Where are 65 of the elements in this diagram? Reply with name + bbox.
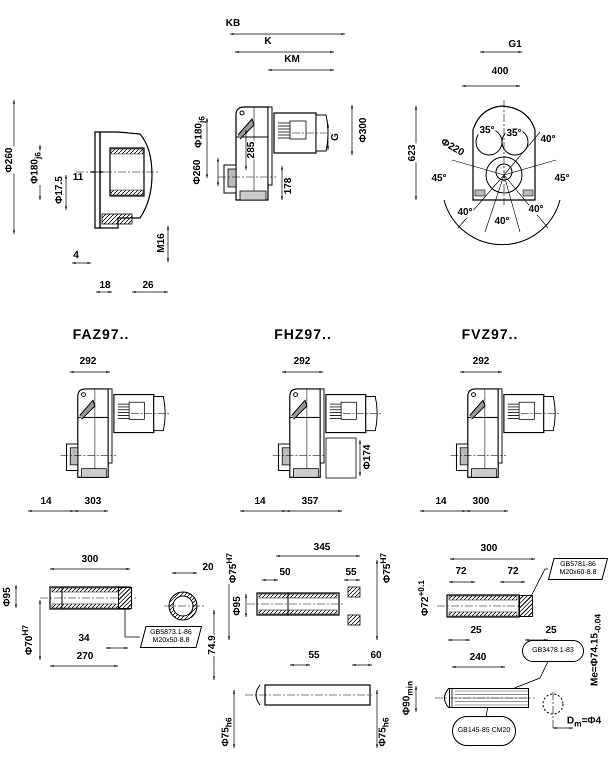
dimension-label: Φ300 <box>359 116 369 144</box>
leader-line <box>514 662 548 688</box>
dimension-label: 55 <box>344 568 358 578</box>
dimension-label: 20 <box>201 563 215 573</box>
dimension-label: M16 <box>157 232 167 254</box>
shaft-end-plate <box>519 595 533 617</box>
dimension-label: Φ17.5 <box>55 175 65 205</box>
dimension-label: Φ260 <box>5 146 15 174</box>
dimension-label: 35° <box>505 129 523 139</box>
view-title: FVZ97.. <box>460 327 520 341</box>
dimension-label: 300 <box>80 555 100 565</box>
dimension-label: 14 <box>253 497 267 507</box>
dimension-label: 400 <box>490 67 510 77</box>
dimension-label: 292 <box>292 357 312 367</box>
dimension-label: 40° <box>493 217 511 227</box>
dimension-label: 270 <box>76 652 94 662</box>
dimension-label: 178 <box>284 176 294 196</box>
dimension-label: 34 <box>77 634 91 644</box>
dimension-label: 25 <box>544 626 558 636</box>
dimension-label: 357 <box>300 497 320 507</box>
dimension-label: 285 <box>247 140 257 160</box>
dimension-label: Φ260 <box>193 158 203 186</box>
view-title: FAZ97.. <box>72 327 130 341</box>
dimension-label: 18 <box>98 281 112 291</box>
dimension-label: Φ95 <box>3 586 13 608</box>
dimension-label: 74.9 <box>208 634 218 656</box>
dimension-label: Φ174 <box>363 444 373 470</box>
dimension-label: 45° <box>430 174 448 184</box>
dimension-label: 26 <box>141 281 155 291</box>
leader-line <box>531 568 548 596</box>
dimension-label: KB <box>224 19 242 29</box>
dimension-label: 45° <box>553 174 571 184</box>
dimension-label: 35° <box>478 126 496 136</box>
dimension-label: 55 <box>307 651 321 661</box>
dimension-label: 72 <box>506 567 520 577</box>
dimension-label: 300 <box>480 544 498 554</box>
dimension-label: 72 <box>454 567 468 577</box>
dimension-label: 303 <box>84 497 102 507</box>
dimension-label: 50 <box>278 568 292 578</box>
dimension-label: 40° <box>456 208 474 218</box>
dimension-label: Φ95 <box>233 595 243 617</box>
dimension-label: K <box>263 37 273 47</box>
dimension-label: 14 <box>434 497 448 507</box>
dimension-label: 25 <box>469 626 483 636</box>
dimension-label: 40° <box>527 205 545 215</box>
shaft-end-plate <box>118 587 132 609</box>
dimension-label: 292 <box>472 357 490 367</box>
dimension-label: 4 <box>72 251 80 261</box>
view-title: FHZ97.. <box>273 327 333 341</box>
dimension-label: 14 <box>39 497 53 507</box>
dimension-label: 345 <box>312 543 332 553</box>
dimension-label: 240 <box>468 653 488 663</box>
solid-shaft <box>449 688 529 708</box>
dimension-label: 11 <box>72 173 84 183</box>
leader-line <box>486 708 488 716</box>
dimension-label: G <box>331 132 341 142</box>
dimension-label: D$_{m}$=Φ4 <box>566 716 602 728</box>
leader-line <box>124 608 140 638</box>
dimension-label: 300 <box>472 497 490 507</box>
dimension-label: 623 <box>408 144 418 162</box>
dimension-label: 40° <box>539 135 557 145</box>
dimension-label: KM <box>283 55 301 65</box>
dimension-label: 60 <box>369 651 383 661</box>
dimension-label: G1 <box>507 40 523 50</box>
dimension-label: 292 <box>78 357 98 367</box>
